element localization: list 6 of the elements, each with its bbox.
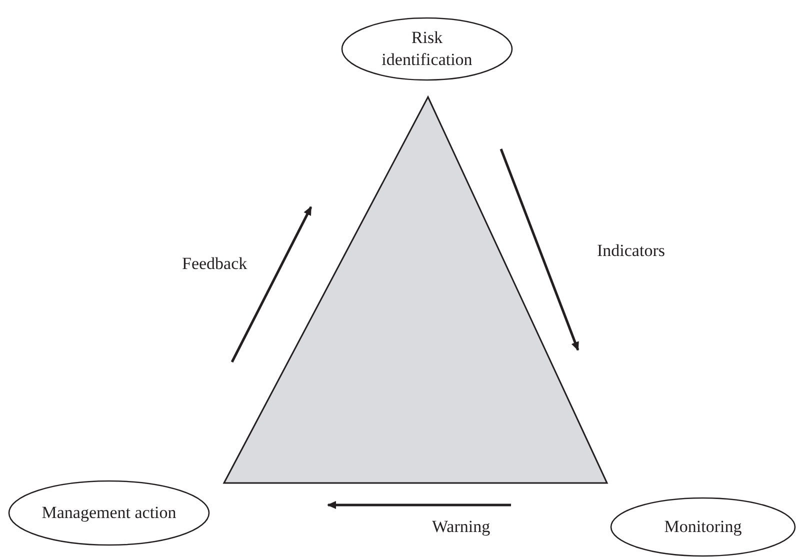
node-label: Risk identification (380, 27, 474, 71)
arrow-label: Feedback (182, 253, 248, 275)
node-label: Management action (42, 502, 176, 524)
node-label: Monitoring (664, 516, 742, 538)
arrow-label: Warning (432, 516, 490, 538)
arrow-label: Indicators (597, 240, 665, 262)
